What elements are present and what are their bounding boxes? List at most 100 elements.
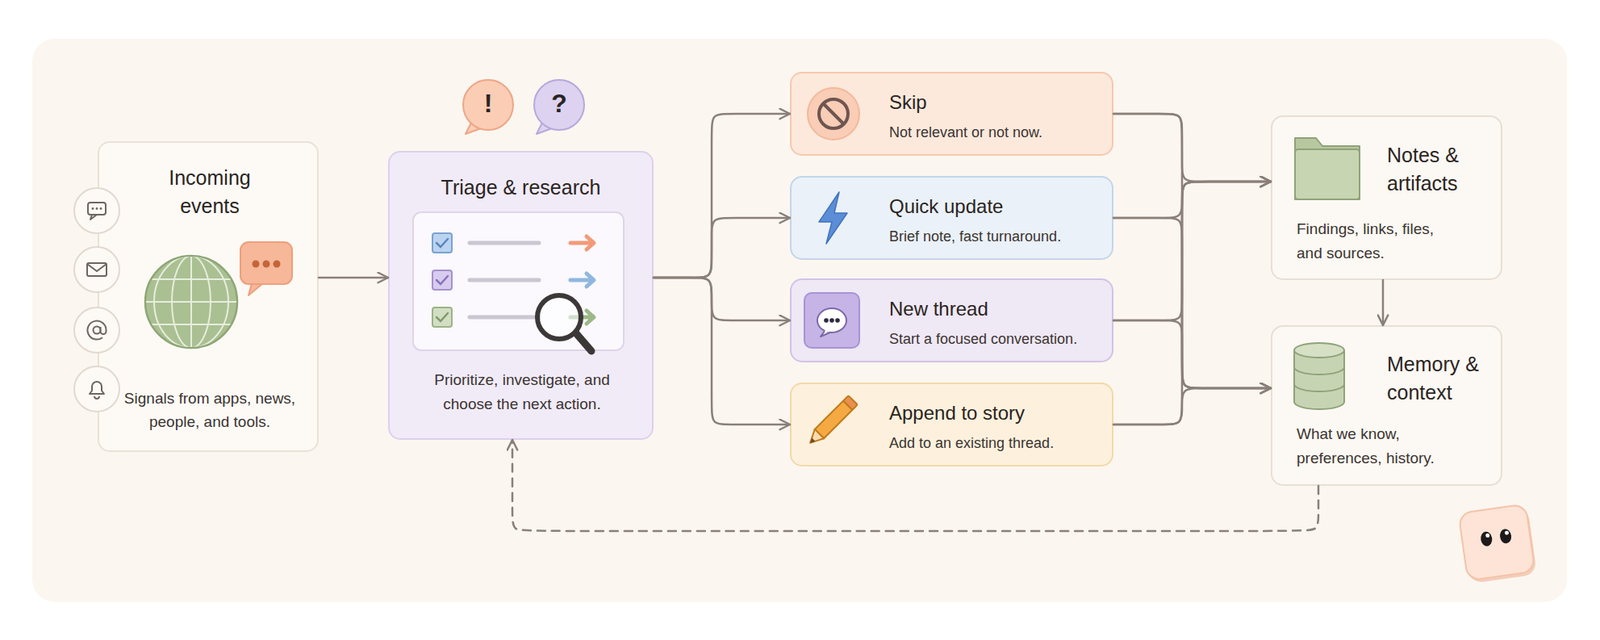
magnifier-icon [537, 295, 592, 351]
chat-source-icon [74, 187, 120, 234]
bell-source-icon [74, 366, 120, 412]
flow-arrow [653, 277, 790, 425]
flow-arrow [1382, 279, 1385, 326]
chat-source-icon [90, 214, 97, 220]
node-body: Add to an existing thread. [889, 433, 1099, 454]
connector-group [318, 113, 1383, 531]
mail-source-icon [74, 246, 120, 293]
mail-source-icon [87, 263, 107, 276]
lightning-icon [818, 192, 848, 244]
checklist-card [436, 275, 448, 285]
thread-icon [823, 317, 829, 323]
node-body: Start a focused conversation. [889, 329, 1099, 350]
mention-source-icon [93, 326, 101, 335]
chat-bubble-illustration [273, 260, 281, 268]
thread-icon [804, 292, 860, 348]
thread-icon [835, 317, 840, 323]
node-heading: Append to story [889, 400, 1099, 426]
mascot [1499, 528, 1513, 545]
chat-bubble-illustration [240, 242, 293, 296]
thread-icon [824, 329, 831, 333]
magnifier-icon [576, 333, 592, 351]
question-bubble [534, 79, 585, 130]
chat-source-icon [96, 207, 99, 210]
icon-glyph: ! [484, 88, 493, 119]
mention-source-icon [74, 307, 120, 353]
globe-illustration [145, 255, 238, 348]
bell-source-icon [94, 396, 100, 399]
checklist-card [570, 273, 594, 287]
bell-source-icon [74, 366, 120, 412]
globe-illustration [145, 255, 238, 348]
store-box: Notes & artifactsFindings, links, files,… [1270, 115, 1503, 280]
node-heading: Memory & context [1386, 350, 1492, 407]
thread-icon [804, 292, 860, 348]
globe-illustration [145, 300, 238, 303]
lightning-icon [818, 192, 848, 244]
skip-icon [807, 87, 860, 140]
database-icon [1294, 342, 1345, 358]
source-box: Incoming eventsSignals from apps, news, … [97, 141, 319, 452]
checklist-card [413, 212, 624, 351]
flow-arrow [1113, 181, 1271, 218]
folder-icon [1295, 137, 1360, 200]
magnifier-icon [537, 295, 581, 339]
mascot [1504, 530, 1510, 535]
action-box: Quick updateBrief note, fast turnaround. [789, 175, 1114, 260]
globe-illustration [190, 255, 193, 348]
background-panel [32, 38, 1567, 602]
mascot [1479, 530, 1493, 548]
feedback-arrow [512, 439, 1319, 531]
store-box: Memory & contextWhat we know, preference… [1270, 325, 1503, 486]
mascot [1460, 506, 1538, 584]
icon-glyph: ? [551, 88, 568, 119]
thread-icon [817, 308, 847, 333]
checklist-card [570, 310, 594, 324]
mascot [1485, 533, 1491, 539]
action-box: New threadStart a focused conversation. [789, 278, 1114, 363]
node-body: Prioritize, investigate, and choose the … [409, 367, 635, 418]
thread-icon [820, 330, 832, 337]
chat-bubble-illustration [240, 242, 293, 285]
flow-arrow [1113, 113, 1271, 389]
flow-arrow [653, 217, 790, 278]
mascot [1458, 504, 1536, 581]
chat-bubble-illustration [263, 260, 271, 268]
chat-source-icon [87, 202, 106, 215]
alert-bubble [463, 79, 514, 134]
flow-arrow [1113, 388, 1271, 425]
flow-arrow [1113, 113, 1271, 182]
node-body: Findings, links, files, and sources. [1296, 217, 1446, 267]
chat-source-icon [100, 207, 103, 210]
node-heading: Triage & research [389, 173, 652, 202]
checklist-card [432, 307, 452, 327]
pencil-icon [805, 429, 824, 448]
checklist-card [436, 238, 448, 247]
database-icon [1294, 350, 1345, 410]
skip-icon [823, 104, 844, 125]
action-box: SkipNot relevant or not now. [789, 71, 1114, 156]
mail-source-icon [87, 263, 107, 272]
pencil-icon [808, 438, 815, 445]
flow-arrow [653, 277, 790, 321]
checklist-card [436, 313, 448, 322]
flow-arrow [1113, 181, 1271, 321]
flow-arrow [1113, 217, 1271, 389]
mail-source-icon [74, 246, 120, 293]
node-heading: Skip [889, 89, 1099, 115]
checklist-card [413, 212, 624, 351]
skip-icon [807, 87, 860, 140]
bell-source-icon [89, 381, 105, 394]
pencil-icon [814, 401, 853, 439]
chat-source-icon [91, 207, 95, 210]
chat-bubble-illustration [252, 260, 260, 268]
flow-arrow [318, 276, 389, 280]
flow-arrow [1113, 320, 1271, 389]
action-box: Append to storyAdd to an existing thread… [789, 382, 1114, 467]
globe-illustration [171, 255, 211, 348]
question-bubble [536, 121, 555, 134]
alert-bubble [465, 121, 484, 134]
mention-source-icon [87, 321, 107, 340]
node-heading: Quick update [889, 193, 1099, 219]
folder-icon [1295, 149, 1360, 200]
